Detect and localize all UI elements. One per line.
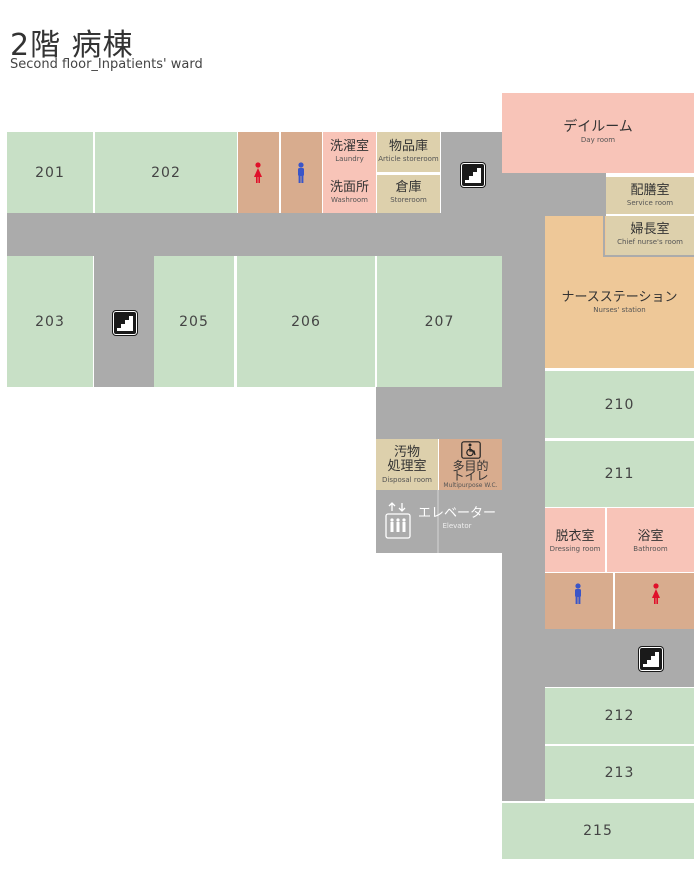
room-213[interactable]: 213 bbox=[545, 746, 694, 799]
female-toilet[interactable] bbox=[238, 132, 279, 213]
room-201[interactable]: 201 bbox=[7, 132, 93, 213]
laundry-en: Laundry bbox=[335, 155, 364, 164]
disposal-room-jp2: 処理室 bbox=[387, 459, 427, 475]
corridor-main bbox=[7, 213, 503, 256]
chief-nurse-room-en: Chief nurse's room bbox=[617, 238, 683, 247]
room-212-label: 212 bbox=[604, 708, 635, 724]
room-210[interactable]: 210 bbox=[545, 371, 694, 438]
room-211-label: 211 bbox=[604, 466, 635, 482]
room-207[interactable]: 207 bbox=[377, 256, 502, 387]
corridor-right bbox=[502, 173, 545, 801]
multipurpose-wc-jp1: 多目的 bbox=[452, 459, 489, 473]
female-toilet-icon bbox=[652, 583, 660, 604]
multipurpose-wc-en: Multipurpose W.C. bbox=[443, 482, 498, 490]
wheelchair-icon bbox=[461, 441, 481, 459]
storeroom-en: Storeroom bbox=[390, 196, 427, 205]
room-201-label: 201 bbox=[35, 164, 65, 181]
multipurpose-wc[interactable]: 多目的 トイレ Multipurpose W.C. bbox=[439, 439, 502, 490]
article-storeroom[interactable]: 物品庫 Article storeroom bbox=[377, 132, 440, 172]
day-room-jp: デイルーム bbox=[563, 119, 633, 135]
elevator-en: Elevator bbox=[442, 522, 472, 531]
female-toilet[interactable] bbox=[615, 573, 694, 629]
room-207-label: 207 bbox=[424, 313, 455, 330]
room-215[interactable]: 215 bbox=[502, 803, 694, 859]
room-212[interactable]: 212 bbox=[545, 688, 694, 744]
chief-nurse-room-jp: 婦長室 bbox=[630, 222, 670, 237]
bathroom[interactable]: 浴室 Bathroom bbox=[607, 508, 694, 572]
bathroom-jp: 浴室 bbox=[637, 529, 664, 544]
corridor-lower-left bbox=[376, 387, 502, 439]
chief-nurse-room[interactable]: 婦長室 Chief nurse's room bbox=[606, 216, 694, 255]
dressing-room-jp: 脱衣室 bbox=[555, 529, 595, 544]
room-203-label: 203 bbox=[35, 313, 65, 330]
dressing-room[interactable]: 脱衣室 Dressing room bbox=[545, 508, 605, 572]
room-206-label: 206 bbox=[291, 313, 321, 330]
service-room-en: Service room bbox=[626, 199, 674, 208]
stairs-icon bbox=[639, 647, 663, 671]
divider bbox=[603, 216, 605, 256]
storeroom-jp: 倉庫 bbox=[395, 180, 422, 195]
male-toilet-icon bbox=[575, 583, 581, 604]
page-subtitle: Second floor_Inpatients' ward bbox=[10, 57, 203, 72]
room-202[interactable]: 202 bbox=[95, 132, 237, 213]
stairs-icon bbox=[113, 311, 137, 335]
washroom-jp: 洗面所 bbox=[329, 180, 369, 195]
male-toilet[interactable] bbox=[281, 132, 322, 213]
elevator-hall bbox=[376, 490, 502, 553]
page-title: 2階 病棟 bbox=[10, 28, 134, 63]
divider bbox=[437, 490, 439, 553]
disposal-room[interactable]: 汚物 処理室 Disposal room bbox=[376, 439, 438, 490]
service-room-jp: 配膳室 bbox=[630, 183, 670, 198]
article-storeroom-jp: 物品庫 bbox=[388, 139, 428, 154]
day-room[interactable]: デイルーム Day room bbox=[502, 93, 694, 173]
elevator[interactable]: エレベーター Elevator bbox=[412, 505, 502, 535]
washroom[interactable]: 洗面所 Washroom bbox=[323, 172, 376, 213]
room-210-label: 210 bbox=[604, 396, 635, 413]
room-205-label: 205 bbox=[179, 313, 209, 330]
room-211[interactable]: 211 bbox=[545, 441, 694, 507]
room-205[interactable]: 205 bbox=[154, 256, 234, 387]
room-215-label: 215 bbox=[583, 823, 613, 839]
multipurpose-wc-jp2: トイレ bbox=[452, 469, 489, 484]
divider bbox=[603, 255, 694, 257]
service-room[interactable]: 配膳室 Service room bbox=[606, 177, 694, 214]
nurses-station-jp: ナースステーション bbox=[561, 290, 678, 305]
female-toilet-icon bbox=[254, 162, 262, 183]
disposal-room-jp1: 汚物 bbox=[393, 445, 420, 460]
disposal-room-en: Disposal room bbox=[382, 475, 432, 484]
nurses-station-en: Nurses' station bbox=[593, 306, 646, 315]
laundry-jp: 洗濯室 bbox=[329, 139, 369, 154]
day-room-en: Day room bbox=[580, 136, 616, 145]
washroom-en: Washroom bbox=[331, 196, 368, 205]
dressing-room-en: Dressing room bbox=[549, 545, 601, 554]
male-toilet[interactable] bbox=[545, 573, 613, 629]
article-storeroom-en: Article storeroom bbox=[378, 155, 439, 164]
stairs-icon bbox=[461, 163, 485, 187]
room-206[interactable]: 206 bbox=[237, 256, 375, 387]
room-213-label: 213 bbox=[604, 764, 635, 781]
elevator-jp: エレベーター bbox=[417, 506, 496, 521]
corridor-lower-right bbox=[545, 629, 606, 687]
bathroom-en: Bathroom bbox=[633, 545, 668, 554]
elevator-icon bbox=[385, 502, 411, 539]
male-toilet-icon bbox=[298, 162, 304, 183]
room-203[interactable]: 203 bbox=[7, 256, 93, 387]
storeroom[interactable]: 倉庫 Storeroom bbox=[377, 175, 440, 213]
laundry-room[interactable]: 洗濯室 Laundry bbox=[323, 132, 376, 172]
room-202-label: 202 bbox=[151, 164, 181, 181]
corridor-service bbox=[545, 173, 606, 216]
